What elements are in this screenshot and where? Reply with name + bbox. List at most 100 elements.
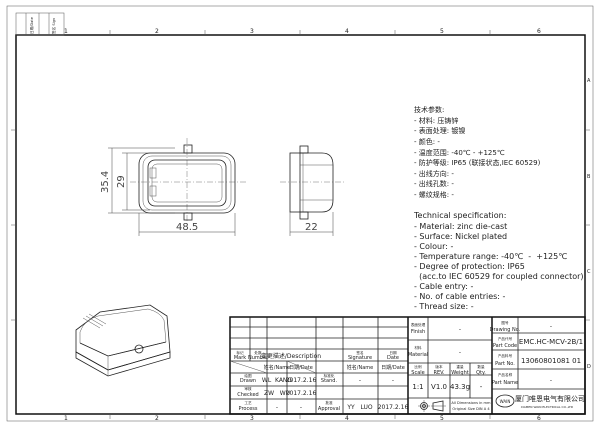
svg-text:Signature: Signature xyxy=(348,355,372,361)
svg-text:绘图: 绘图 xyxy=(244,373,252,378)
svg-text:材料: 材料 xyxy=(414,345,422,350)
svg-text:Date: Date xyxy=(387,355,399,361)
svg-text:2: 2 xyxy=(155,415,159,422)
dim-height-inner: 29 xyxy=(116,175,127,188)
zone-labels-side: A B C D xyxy=(587,78,591,370)
svg-text:日期: 日期 xyxy=(389,350,397,355)
svg-text:1:1: 1:1 xyxy=(412,383,423,391)
front-view xyxy=(130,138,248,225)
svg-text:ZW WU: ZW WU xyxy=(264,390,290,397)
svg-text:表面处理: 表面处理 xyxy=(411,322,426,327)
svg-text:产品代号: 产品代号 xyxy=(498,336,513,341)
svg-text:YY LUO: YY LUO xyxy=(346,404,372,411)
svg-text:日期/Date: 日期/Date xyxy=(29,16,34,34)
svg-text:REV.: REV. xyxy=(434,370,445,376)
svg-text:-: - xyxy=(480,383,483,391)
svg-text:姓名/Name: 姓名/Name xyxy=(347,364,373,371)
svg-text:日期/Date: 日期/Date xyxy=(289,365,313,371)
svg-text:标准化: 标准化 xyxy=(324,373,335,378)
svg-text:EMC.HC-MCV-2B/1: EMC.HC-MCV-2B/1 xyxy=(519,338,583,346)
svg-text:6: 6 xyxy=(537,415,541,422)
zone-labels-top: 1 2 3 4 5 6 xyxy=(64,28,541,35)
side-view xyxy=(280,145,345,220)
svg-text:比例: 比例 xyxy=(414,364,422,369)
svg-text:Weight: Weight xyxy=(451,370,468,376)
svg-text:6: 6 xyxy=(537,28,541,35)
svg-text:Approval: Approval xyxy=(318,406,340,412)
svg-text:Original Size DIN A 4: Original Size DIN A 4 xyxy=(452,407,490,411)
svg-text:Process: Process xyxy=(239,406,258,412)
svg-text:-: - xyxy=(459,349,461,356)
svg-text:-: - xyxy=(300,404,302,411)
svg-text:2017.2.16: 2017.2.16 xyxy=(378,404,409,411)
svg-text:变更描述/Description: 变更描述/Description xyxy=(261,352,321,360)
svg-text:处数: 处数 xyxy=(254,350,262,355)
svg-text:3: 3 xyxy=(250,28,254,35)
svg-text:Number: Number xyxy=(248,355,269,361)
svg-text:2: 2 xyxy=(155,28,159,35)
svg-text:V1.0: V1.0 xyxy=(431,383,447,391)
svg-text:Stand.: Stand. xyxy=(321,378,338,384)
svg-text:13060801081 01: 13060801081 01 xyxy=(521,357,581,365)
corner-signature-boxes: 日期/Date 签名 Sign xyxy=(15,12,65,36)
svg-text:Part No.: Part No. xyxy=(495,361,515,367)
company-logo: WAIN xyxy=(495,394,515,408)
dim-depth: 22 xyxy=(305,222,318,233)
svg-text:Part Name: Part Name xyxy=(492,380,518,386)
svg-text:Qty.: Qty. xyxy=(476,370,486,376)
svg-text:C: C xyxy=(587,269,591,275)
svg-text:产品名称: 产品名称 xyxy=(498,372,513,377)
dimension-lines xyxy=(108,147,334,236)
svg-text:Checked: Checked xyxy=(237,392,258,398)
isometric-view xyxy=(75,304,171,377)
svg-text:版本: 版本 xyxy=(435,364,443,369)
svg-text:数量: 数量 xyxy=(477,364,485,369)
svg-text:-: - xyxy=(392,377,394,384)
company-name-cn: 厦门唯恩电气有限公司 xyxy=(515,394,585,403)
svg-text:重量: 重量 xyxy=(456,364,464,369)
svg-text:签名: 签名 xyxy=(356,350,364,355)
svg-text:-: - xyxy=(550,377,552,384)
outer-border xyxy=(6,5,594,422)
svg-text:WL KANG: WL KANG xyxy=(262,377,293,384)
svg-text:日期/Date: 日期/Date xyxy=(381,365,405,371)
svg-text:图号: 图号 xyxy=(501,320,509,325)
svg-text:5: 5 xyxy=(440,28,444,35)
zone-ticks xyxy=(11,30,590,419)
svg-text:4: 4 xyxy=(345,415,349,422)
svg-text:3: 3 xyxy=(250,415,254,422)
svg-text:审核: 审核 xyxy=(244,386,252,391)
svg-text:Material: Material xyxy=(408,352,428,358)
svg-text:-: - xyxy=(550,323,552,330)
svg-text:-: - xyxy=(276,404,278,411)
svg-text:4: 4 xyxy=(345,28,349,35)
svg-text:2017.2.16: 2017.2.16 xyxy=(286,377,317,384)
zone-labels-bottom: 1 2 3 4 5 6 xyxy=(64,415,541,422)
svg-text:Mark: Mark xyxy=(234,355,246,361)
svg-text:1: 1 xyxy=(64,415,68,422)
svg-text:43.3g: 43.3g xyxy=(450,383,470,391)
svg-text:B: B xyxy=(587,174,591,180)
svg-text:1: 1 xyxy=(64,28,68,35)
dim-height-outer: 35.4 xyxy=(100,171,111,193)
svg-text:标记: 标记 xyxy=(236,350,244,355)
svg-text:签名 Sign: 签名 Sign xyxy=(51,18,56,34)
svg-text:-: - xyxy=(359,377,361,384)
company-name-en: XIAMEN WAIN ELECTRICAL CO.,LTD xyxy=(521,405,574,409)
svg-text:姓名/Name: 姓名/Name xyxy=(264,364,290,371)
projection-symbol-icon xyxy=(418,400,446,412)
dim-width: 48.5 xyxy=(176,222,198,233)
svg-text:Drawn: Drawn xyxy=(240,378,256,384)
svg-text:批准: 批准 xyxy=(325,400,333,405)
svg-text:A: A xyxy=(587,78,591,84)
svg-text:2017.2.16: 2017.2.16 xyxy=(286,390,317,397)
svg-text:All Dimensions in mm: All Dimensions in mm xyxy=(451,401,491,405)
svg-text:工艺: 工艺 xyxy=(244,400,252,405)
svg-text:Scale: Scale xyxy=(411,370,424,376)
svg-text:Finish: Finish xyxy=(411,329,425,335)
svg-text:5: 5 xyxy=(440,415,444,422)
svg-text:Drawing No.: Drawing No. xyxy=(490,327,521,333)
svg-text:-: - xyxy=(459,326,461,333)
svg-text:D: D xyxy=(587,364,591,370)
